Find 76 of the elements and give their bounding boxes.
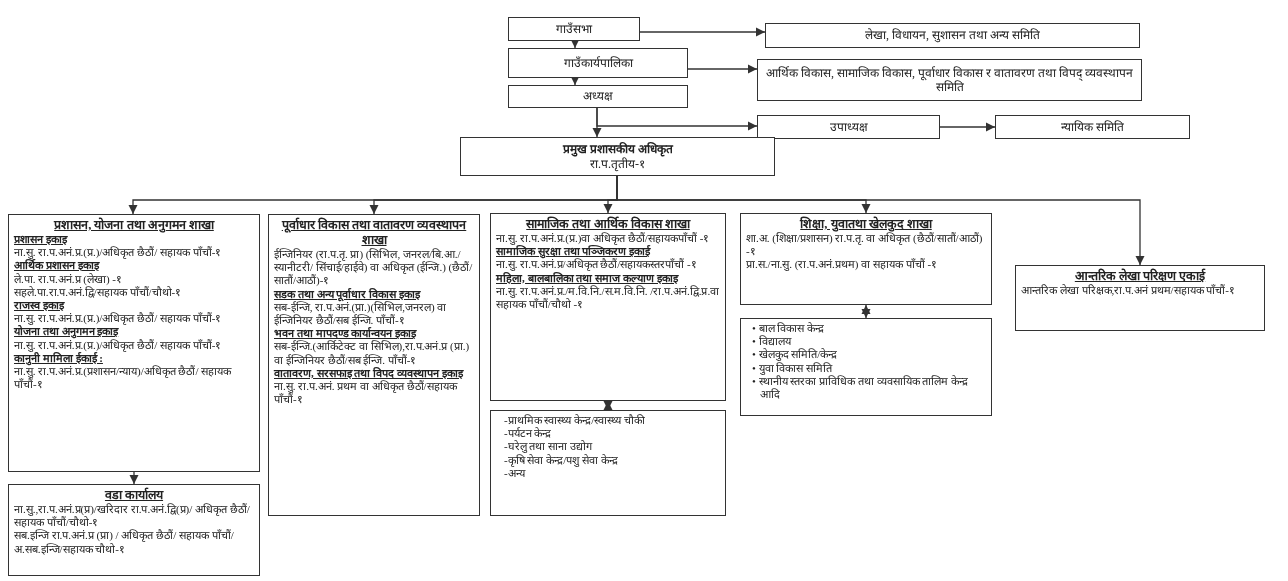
branch-title: शिक्षा, युवातथा खेलकुद शाखा [799, 217, 933, 232]
unit-title: सडक तथा अन्य पूर्वाधार विकास इकाइ [274, 287, 421, 301]
staff-text: ना.सु. रा.प.अनं.प्र.(प्रशासन/न्याय)/अधिकृत छैठौं/ सहायक पाँचौं-१ [14, 364, 233, 392]
unit-title: आर्थिक प्रशासन इकाइ [14, 259, 101, 273]
branch-title: वडा कार्यालय [103, 488, 165, 503]
org-box [508, 48, 688, 78]
office-title: गाउँकार्यपालिका [563, 55, 633, 71]
staff-text: सब-ईन्जि, रा.प.अनं.(प्रा.)(सिभिल,जनरल) वा ईन्जिनियर छैठौं/सब ईन्जि. पाँचौं-१ [274, 300, 448, 327]
list-item: -पर्यटन केन्द्र [503, 427, 553, 440]
unit-title: वातावरण, सरसफाइ तथा विपद व्यवस्थापन इकाइ [274, 366, 465, 380]
office-title: उपाध्यक्ष [829, 119, 868, 135]
org-box [8, 484, 260, 576]
arrow [939, 122, 996, 132]
office-title: आर्थिक विकास, सामाजिक विकास, पूर्वाधार विकास र वातावरण तथा विपद् व्यवस्थापन समिति [765, 65, 1134, 95]
staff-text: ना.सु. रा.प.अनं.प्र.(प्र.)/अधिकृत छैठौं/ सहायक पाँचौं-१ [14, 312, 223, 325]
arrow [592, 107, 602, 138]
staff-text: सब-ईन्जि.(आर्किटेक्ट वा सिभिल),रा.प.अनं.प्र (प्रा.) वा ईन्जिनियर छैठौं/सब ईन्जि. पाँचौं-१ [274, 340, 471, 367]
arrow [861, 304, 871, 319]
branch-title: प्रशासन, योजना तथा अनुगमन शाखा [52, 218, 216, 233]
org-box [460, 137, 775, 176]
org-box [508, 17, 640, 41]
unit-title: भवन तथा मापदण्ड कार्यान्वयन इकाइ [274, 327, 418, 340]
staff-text: सब.इन्जि रा.प.अनं.प्र (प्रा) / अधिकृत छैठौं/ सहायक पाँचौं/अ.सब.इन्जि/सहायक चौथो-१ [14, 529, 235, 556]
list-item: • स्थानीय स्तरका प्राविधिक तथा व्यवसायिक तालिम केन्द्र आदि [751, 374, 970, 402]
branch-title: आन्तरिक लेखा परिक्षण एकाई [1073, 269, 1207, 284]
branch-title: पूर्वाधार विकास तथा वातावरण व्यवस्थापन शाखा [280, 218, 468, 248]
org-box [490, 213, 726, 401]
org-box [508, 85, 688, 108]
list-item: -अन्य [503, 466, 527, 480]
staff-text: प्रा.स./ना.सु. (रा.प.अनं.प्रथम) वा सहायक पाँचौं -१ [746, 258, 939, 272]
staff-text: ना.सु. रा.प.अनं.प्र./म.वि.नि./स.म.वि.नि. /रा.प.अनं.द्वि.प्र.वा सहायक पाँचौं/चौथो -१ [496, 284, 720, 312]
org-box [268, 214, 480, 516]
office-title: अध्यक्ष [583, 89, 613, 104]
list-item: • युवा विकास समिति [751, 361, 834, 375]
staff-text: ना.सु. रा.प.अनं.प्र.(प्र.)/अधिकृत छैठौं/ सहायक पाँचौं-१ [14, 246, 223, 259]
staff-text: ना.सु. रा.प.अनं.प्र/अधिकृत छैठौं/सहायकस्तरपाँचौं -१ [496, 258, 698, 272]
staff-text: शा.अ. (शिक्षा/प्रशासन) रा.प.तृ. वा अधिकृत (छैठौं/सातौं/आठौं) -१ [746, 232, 984, 258]
list-item: • विद्यालय [751, 335, 793, 348]
staff-text: ले.पा. रा.प.अनं.प्र (लेखा) -१ [14, 272, 122, 285]
staff-text: ना.सु. रा.प.अनं.प्र.(प्र.)वा अधिकृत छैठौं/सहायकपाँचौं -१ [496, 232, 711, 245]
unit-title: प्रशासन इकाइ [14, 233, 69, 246]
staff-text: ना.सु. रा.प.अनं.प्र.(प्र.)/अधिकृत छैठौं/ सहायक पाँचौं-१ [14, 338, 223, 352]
org-box [740, 213, 992, 305]
org-box [757, 59, 1142, 101]
office-title: न्यायिक समिति [1061, 119, 1124, 135]
staff-text: रा.प.तृतीय-१ [590, 156, 645, 171]
unit-title: महिला, बालबालिका तथा समाज कल्याण इकाइ [496, 271, 680, 285]
arrow [129, 471, 139, 485]
arrow [687, 64, 758, 74]
branch-title: सामाजिक तथा आर्थिक विकास शाखा [524, 217, 692, 232]
list-box [740, 318, 992, 416]
staff-text: ईन्जिनियर (रा.प.तृ. प्रा) (सिभिल, जनरल/बि.आ./स्यानीटरी/ सिंचाई/हाईवे) वा अधिकृत (ईन्जि.) (छैठौं/सातौं/आठौं)-१ [274, 248, 474, 288]
org-box [8, 214, 260, 472]
list-item: • बाल विकास केन्द्र [751, 322, 826, 335]
org-box [1015, 265, 1265, 331]
arrow [603, 400, 613, 411]
list-item: • खेलकुद समिति/केन्द्र [751, 348, 839, 362]
unit-title: योजना तथा अनुगमन इकाइ [14, 325, 120, 339]
staff-text: सहले.पा.रा.प.अनं.द्वि/सहायक पाँचौं/चौथो-१ [14, 285, 183, 299]
list-item: -कृषि सेवा केन्द्र/पशु सेवा केन्द्र [503, 453, 619, 467]
arrow [639, 27, 766, 37]
staff-text: आन्तरिक लेखा परिक्षक,रा.प.अनं प्रथम/सहायक पाँचौं-१ [1021, 284, 1236, 298]
office-title: गाउँसभा [556, 21, 592, 37]
unit-title: कानुनी मामिला ईकाई : [14, 351, 103, 365]
list-item: -प्राथमिक स्वास्थ्य केन्द्र/स्वास्थ्य चौकी [503, 414, 646, 427]
list-box [490, 410, 726, 516]
staff-text: ना.सु. रा.प.अनं. प्रथम वा अधिकृत छैठौं/सहायक पाँचौं-१ [274, 379, 459, 407]
office-title: प्रमुख प्रशासकीय अधिकृत [562, 142, 673, 157]
unit-title: सामाजिक सुरक्षा तथा पञ्जिकरण इकाई [496, 245, 651, 259]
org-box [995, 115, 1190, 139]
org-box [765, 23, 1140, 48]
list-item: -घरेलु तथा साना उद्योग [503, 440, 594, 454]
staff-text: ना.सु.,रा.प.अनं.प्र(प्र)/खरिदार रा.प.अनं.द्वि(प्र)/ अधिकृत छैठौं/सहायक पाँचौं/चौथो-१ [14, 503, 251, 529]
office-title: लेखा, विधायन, सुशासन तथा अन्य समिति [865, 28, 1040, 43]
unit-title: राजस्व इकाइ [14, 298, 66, 312]
org-box [757, 115, 940, 139]
